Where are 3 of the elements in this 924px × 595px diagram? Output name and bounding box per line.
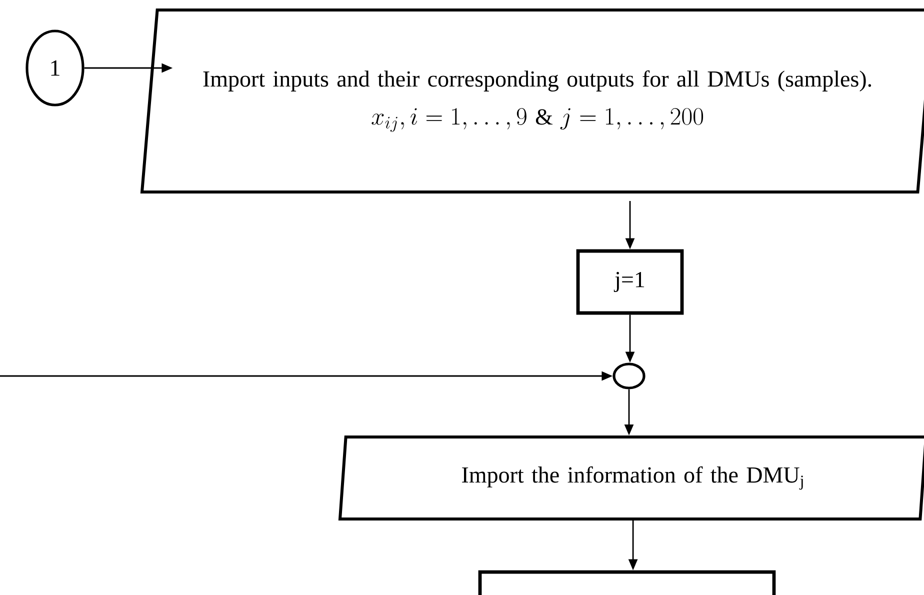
process-box: j=1 [576, 249, 684, 315]
process-box [478, 570, 776, 595]
junction-circle [612, 362, 646, 390]
